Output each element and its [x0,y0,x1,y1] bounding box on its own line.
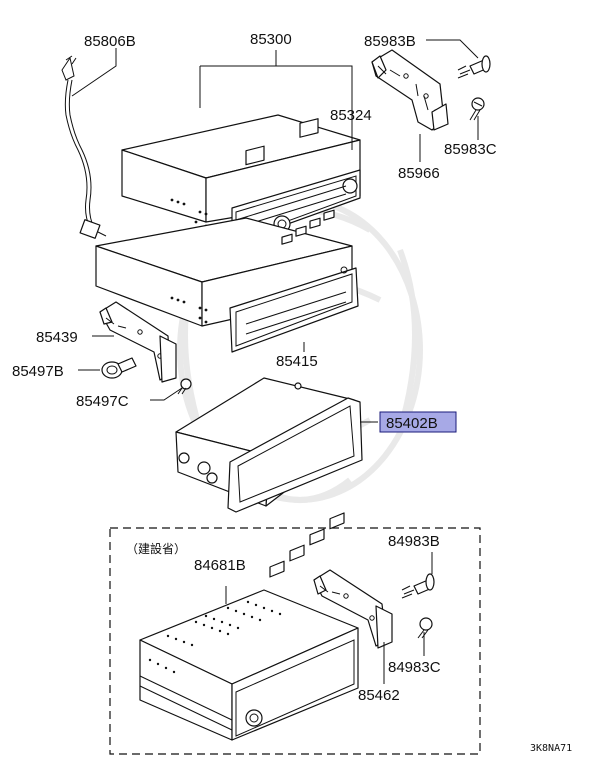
screw-85983B-top [457,55,491,79]
label-85324: 85324 [330,107,372,124]
screw-84983B [401,573,435,599]
label-84681B: 84681B [194,557,246,574]
part-labels: 85806B 85300 85983B 85324 85983C 85966 8… [12,31,572,754]
label-85402B: 85402B [386,415,438,432]
option-kit-box [109,527,481,755]
bracket-85966 [371,49,449,131]
label-85497B: 85497B [12,363,64,380]
label-85300: 85300 [250,31,292,48]
bracket-85462 [313,569,393,649]
label-85966: 85966 [398,165,440,182]
leader-lines [71,39,479,684]
bracket-85439 [99,301,177,383]
screw-84983C [417,617,433,639]
label-85439: 85439 [36,329,78,346]
radio-unit-84681B [139,512,359,741]
diagram-code: 3K8NA71 [530,743,572,754]
label-84983B: 84983B [388,533,440,550]
highlight-85402B [379,411,457,433]
label-85415: 85415 [276,353,318,370]
pocket-85402B [175,377,363,513]
label-85806B: 85806B [84,33,136,50]
label-85462: 85462 [358,687,400,704]
label-85983B-top: 85983B [364,33,416,50]
front-panel-85415 [95,209,359,353]
label-option-note: （建設省） [126,541,186,556]
label-85983C-top: 85983C [444,141,497,158]
label-85497C: 85497C [76,393,129,410]
screw-85983C-top [469,97,485,121]
screw-85497B [101,357,137,379]
antenna-cable-85806B [61,55,107,239]
label-84983C: 84983C [388,659,441,676]
